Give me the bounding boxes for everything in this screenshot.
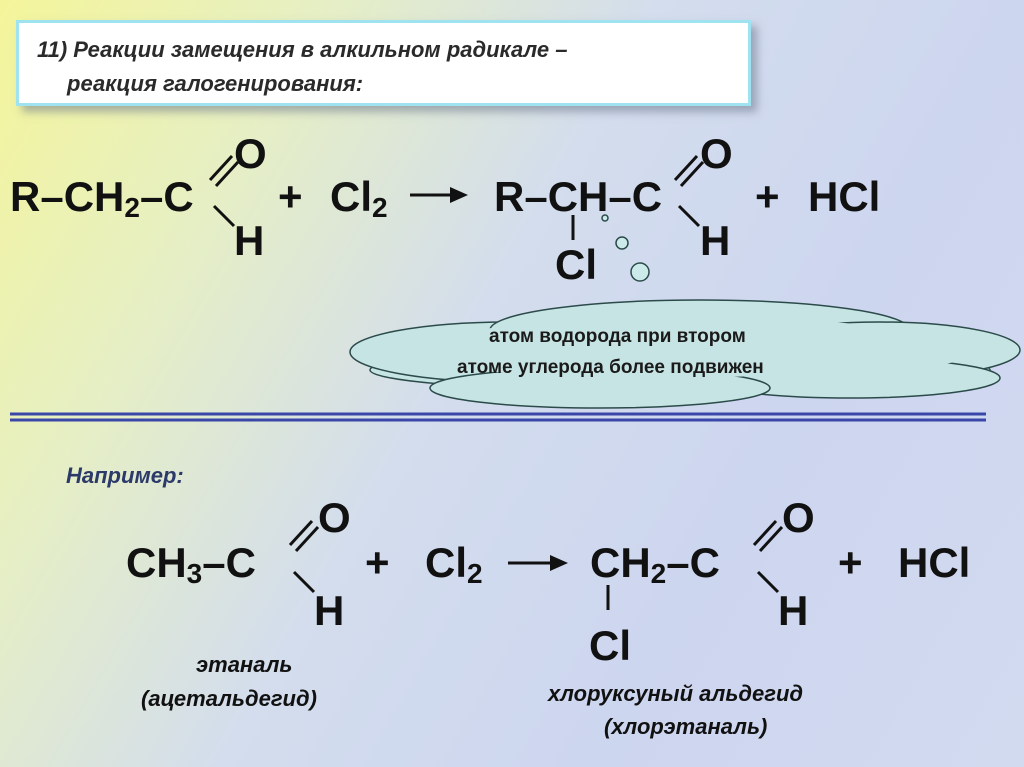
title-box: 11) Реакции замещения в алкильном радика… (16, 20, 751, 106)
r2-prod-c: C (689, 539, 720, 586)
r2-dash: – (202, 539, 226, 586)
r2-plus-1: + (365, 539, 390, 586)
r1-prod-hydrogen: H (700, 217, 731, 264)
r2-sub-3: 3 (186, 558, 203, 589)
r1-dash-1: – (40, 173, 64, 220)
r2-prod-oxygen: O (782, 494, 815, 541)
r1-prod-ch: CH (547, 173, 609, 220)
r1-c: C (163, 173, 194, 220)
r2-chlorine: Cl2 (425, 539, 483, 588)
r2-prod-chlorine: Cl (589, 622, 631, 669)
r1-prod-dash-1: – (524, 173, 548, 220)
r2-oxygen: O (318, 494, 351, 541)
product-name-2: (хлорэтаналь) (604, 714, 768, 739)
r2-prod-dash: – (666, 539, 690, 586)
r1-prod-r: R (494, 173, 525, 220)
r2-cl-sub: 2 (467, 558, 483, 589)
r1-plus-1: + (278, 173, 303, 220)
r1-oxygen: O (234, 130, 267, 177)
product-name-1: хлоруксуный альдегид (548, 681, 803, 706)
r1-r: R (10, 173, 41, 220)
note-line-2: атоме углерода более подвижен (457, 357, 764, 378)
r1-reactant-main: R–CH2–C (10, 173, 194, 222)
note-line-1: атом водорода при втором (489, 326, 746, 347)
r1-cl: Cl (330, 173, 372, 220)
r1-sub-2: 2 (124, 192, 140, 223)
r1-dash-2: – (139, 173, 164, 220)
r1-hcl: HCl (808, 173, 881, 220)
r2-reactant-main: CH3–C (126, 539, 256, 588)
example-label: Например: (66, 463, 184, 488)
reactant-name-2: (ацетальдегид) (141, 686, 317, 711)
r2-prod-hydrogen: H (778, 587, 809, 634)
r1-ch: CH (63, 173, 125, 220)
r2-cl: Cl (425, 539, 467, 586)
r1-plus-2: + (755, 173, 780, 220)
r1-hydrogen: H (234, 217, 265, 264)
r1-cl-sub: 2 (372, 192, 388, 223)
reactant-name-1: этаналь (196, 652, 293, 677)
r2-hcl: HCl (898, 539, 971, 586)
r1-prod-oxygen: O (700, 130, 733, 177)
r2-prod-sub-2: 2 (650, 558, 667, 589)
r2-product-main: CH2–C (590, 539, 720, 588)
r1-product-main: R–CH–C (494, 176, 662, 218)
title-line-1: 11) Реакции замещения в алкильном радика… (37, 37, 568, 62)
r2-plus-2: + (838, 539, 863, 586)
r1-chlorine: Cl2 (330, 173, 388, 222)
r2-hydrogen: H (314, 587, 345, 634)
r2-c: C (225, 539, 256, 586)
title-line-2: реакция галогенирования: (67, 71, 364, 96)
r2-ch: CH (126, 539, 187, 586)
r1-prod-c: C (631, 173, 663, 220)
r2-prod-ch: CH (590, 539, 651, 586)
r1-prod-chlorine: Cl (555, 241, 597, 288)
r1-prod-dash-2: – (608, 173, 632, 220)
